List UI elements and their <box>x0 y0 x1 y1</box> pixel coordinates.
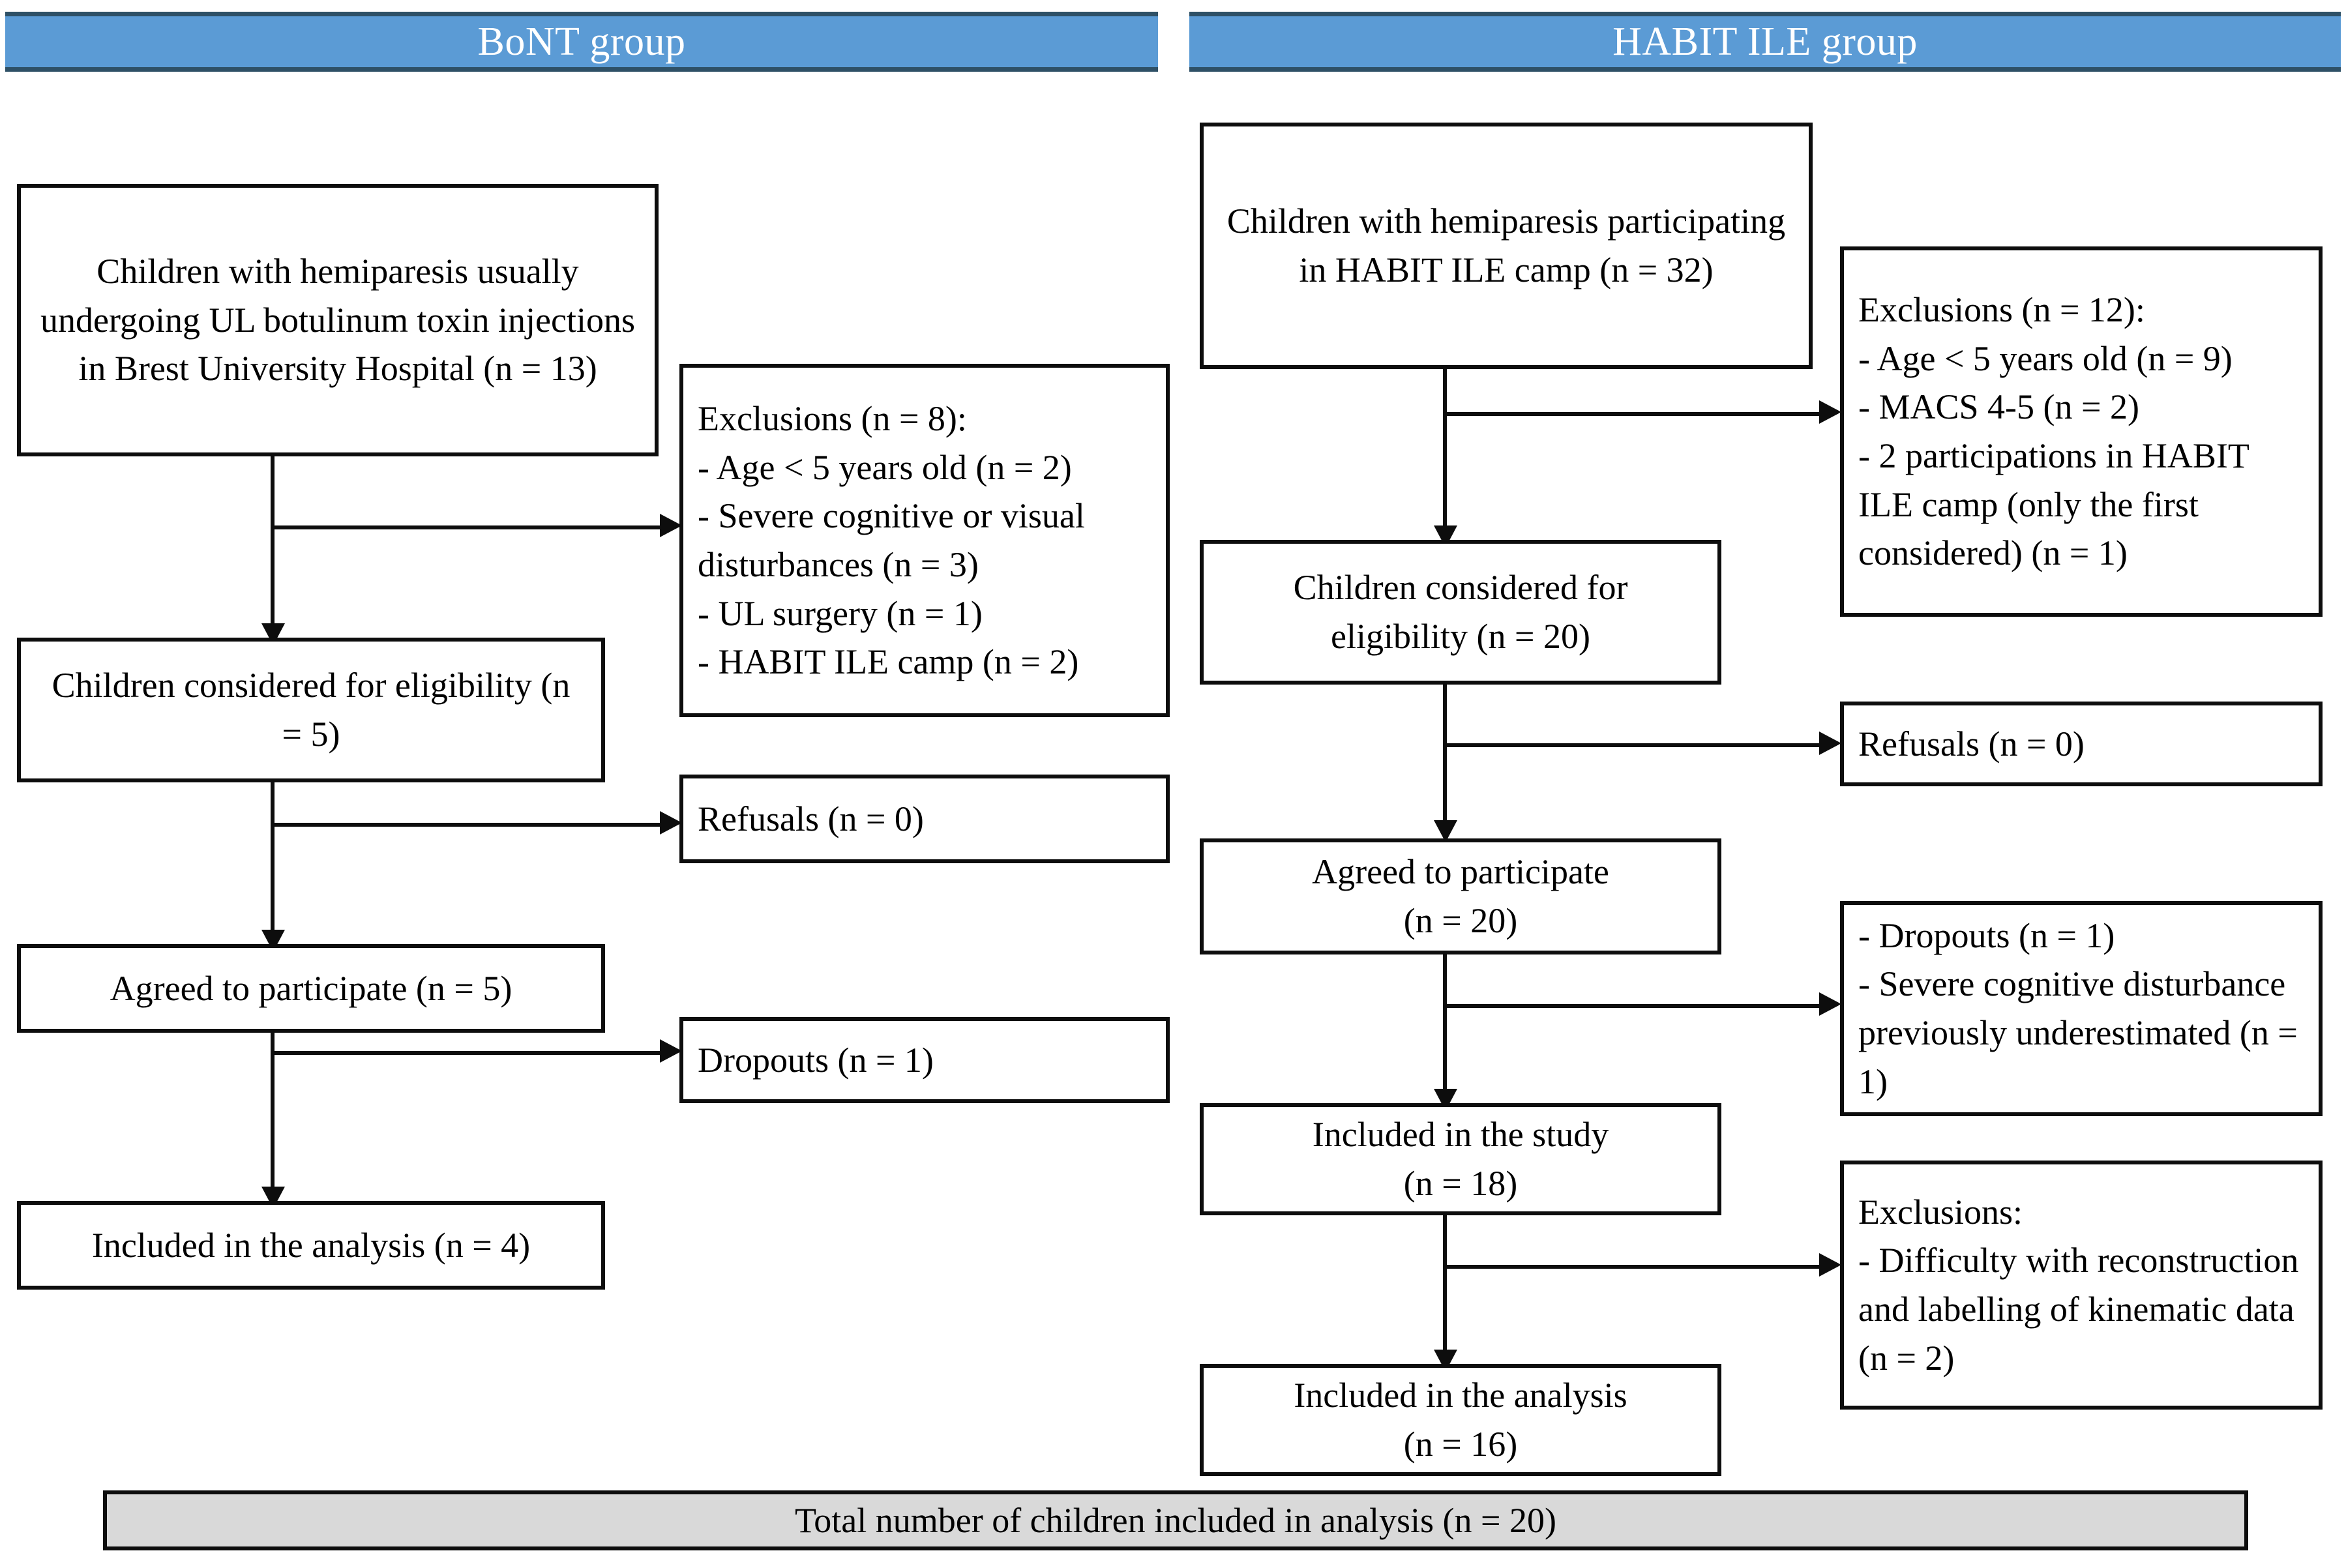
bont-dropouts-text: Dropouts (n = 1) <box>698 1040 934 1080</box>
bont-dropouts-box: Dropouts (n = 1) <box>679 1017 1170 1103</box>
habit-agreed-text: Agreed to participate (n = 20) <box>1312 852 1609 940</box>
habit-connector-to-refusals <box>1443 743 1830 747</box>
total-analysis-label: Total number of children included in ana… <box>795 1501 1556 1540</box>
habit-included-study-text: Included in the study (n = 18) <box>1312 1115 1609 1203</box>
bont-eligibility-box: Children considered for eligibility (n =… <box>17 638 605 782</box>
habit-analysis-text: Included in the analysis (n = 16) <box>1294 1376 1627 1464</box>
habit-losses-box: - Dropouts (n = 1) - Severe cognitive di… <box>1840 901 2323 1116</box>
bont-exclusions-box: Exclusions (n = 8): - Age < 5 years old … <box>679 364 1170 717</box>
habit-connector-to-exclusions <box>1443 412 1830 416</box>
habit-enrolled-text: Children with hemiparesis participating … <box>1226 201 1786 289</box>
habit-analysis-box: Included in the analysis (n = 16) <box>1200 1364 1721 1476</box>
bont-arrow-to-exclusions <box>660 514 682 537</box>
habit-connector-enrolled-eligibility <box>1443 369 1447 540</box>
habit-arrow-to-exclusions <box>1819 400 1841 424</box>
habit-connector-to-losses <box>1443 1004 1830 1008</box>
habit-connector-study-analysis <box>1443 1215 1447 1364</box>
bont-connector-to-exclusions <box>271 525 671 529</box>
bont-connector-enrolled-eligibility <box>271 456 275 638</box>
group-header-bont-label: BoNT group <box>477 19 686 64</box>
habit-connector-to-post-exclusions <box>1443 1265 1830 1269</box>
habit-refusals-text: Refusals (n = 0) <box>1858 724 2085 763</box>
bont-analysis-text: Included in the analysis (n = 4) <box>91 1225 531 1265</box>
group-header-bont: BoNT group <box>5 12 1158 72</box>
bont-connector-to-dropouts <box>271 1051 671 1055</box>
habit-connector-agreed-study <box>1443 954 1447 1103</box>
habit-connector-eligibility-agreed <box>1443 685 1447 835</box>
habit-arrow-to-post-exclusions <box>1819 1253 1841 1277</box>
bont-connector-eligibility-agreed <box>271 782 275 944</box>
bont-agreed-text: Agreed to participate (n = 5) <box>110 968 512 1008</box>
bont-refusals-box: Refusals (n = 0) <box>679 775 1170 863</box>
bont-refusals-text: Refusals (n = 0) <box>698 799 924 838</box>
bont-enrolled-text: Children with hemiparesis usually underg… <box>40 252 635 389</box>
habit-losses-text: - Dropouts (n = 1) - Severe cognitive di… <box>1858 915 2298 1101</box>
habit-exclusions-box: Exclusions (n = 12): - Age < 5 years old… <box>1840 246 2323 617</box>
group-header-habit: HABIT ILE group <box>1189 12 2341 72</box>
total-analysis-bar: Total number of children included in ana… <box>103 1490 2248 1550</box>
bont-arrow-to-refusals <box>660 811 682 835</box>
bont-exclusions-text: Exclusions (n = 8): - Age < 5 years old … <box>698 399 1085 682</box>
habit-arrow-to-losses <box>1819 992 1841 1016</box>
group-header-habit-label: HABIT ILE group <box>1612 19 1918 64</box>
bont-arrow-to-dropouts <box>660 1039 682 1063</box>
bont-connector-agreed-analysis <box>271 1033 275 1201</box>
habit-refusals-box: Refusals (n = 0) <box>1840 702 2323 786</box>
bont-agreed-box: Agreed to participate (n = 5) <box>17 944 605 1033</box>
habit-agreed-box: Agreed to participate (n = 20) <box>1200 838 1721 954</box>
habit-exclusions-text: Exclusions (n = 12): - Age < 5 years old… <box>1858 290 2249 573</box>
habit-arrow-to-refusals <box>1819 732 1841 755</box>
bont-analysis-box: Included in the analysis (n = 4) <box>17 1201 605 1290</box>
habit-eligibility-box: Children considered for eligibility (n =… <box>1200 540 1721 685</box>
bont-connector-to-refusals <box>271 823 671 827</box>
bont-enrolled-box: Children with hemiparesis usually underg… <box>17 184 659 456</box>
habit-included-study-box: Included in the study (n = 18) <box>1200 1103 1721 1215</box>
habit-post-exclusions-text: Exclusions: - Difficulty with reconstruc… <box>1858 1192 2299 1378</box>
habit-enrolled-box: Children with hemiparesis participating … <box>1200 123 1813 369</box>
habit-eligibility-text: Children considered for eligibility (n =… <box>1293 568 1628 656</box>
habit-post-exclusions-box: Exclusions: - Difficulty with reconstruc… <box>1840 1161 2323 1410</box>
bont-eligibility-text: Children considered for eligibility (n =… <box>52 666 571 754</box>
